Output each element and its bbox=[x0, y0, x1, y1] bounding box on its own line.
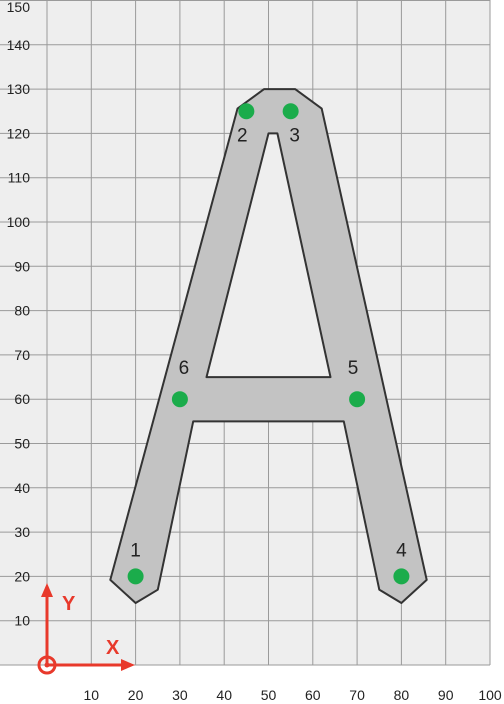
y-axis-arrowhead bbox=[41, 583, 53, 597]
x-tick-label: 10 bbox=[84, 687, 100, 703]
origin-marker bbox=[37, 655, 57, 675]
point-label: 2 bbox=[237, 125, 248, 146]
y-tick-label: 80 bbox=[14, 303, 30, 319]
y-tick-label: 60 bbox=[14, 391, 30, 407]
point-label: 1 bbox=[130, 540, 141, 561]
origin-dot bbox=[44, 662, 50, 668]
point-marker bbox=[238, 103, 255, 120]
y-tick-label: 20 bbox=[14, 568, 30, 584]
tick-labels: 10 20 30 40 50 60 70 80 90 100 10 20 30 40 50 60 70 80 90 1… bbox=[7, 0, 502, 703]
point-label: 6 bbox=[179, 358, 190, 379]
y-tick-label: 70 bbox=[14, 347, 30, 363]
y-tick-label: 140 bbox=[7, 37, 31, 53]
y-tick-label: 40 bbox=[14, 480, 30, 496]
x-tick-label: 80 bbox=[394, 687, 410, 703]
y-tick-label: 150 bbox=[7, 0, 31, 15]
point-label: 5 bbox=[348, 358, 359, 379]
y-tick-label: 130 bbox=[7, 81, 31, 97]
y-tick-label: 90 bbox=[14, 258, 30, 274]
point-marker bbox=[171, 391, 188, 408]
y-tick-label: 50 bbox=[14, 436, 30, 452]
y-tick-label: 10 bbox=[14, 613, 30, 629]
x-tick-label: 60 bbox=[305, 687, 321, 703]
y-axis-label: Y bbox=[62, 593, 76, 615]
x-tick-label: 40 bbox=[216, 687, 232, 703]
point-label: 3 bbox=[289, 125, 300, 146]
point-marker bbox=[282, 103, 299, 120]
x-tick-label: 30 bbox=[172, 687, 188, 703]
letter-a-shape bbox=[109, 88, 428, 604]
y-tick-label: 110 bbox=[8, 170, 31, 186]
x-tick-label: 70 bbox=[349, 687, 365, 703]
x-tick-label: 20 bbox=[128, 687, 144, 703]
point-marker bbox=[349, 391, 366, 408]
point-marker bbox=[393, 568, 410, 585]
reference-points: 1 2 3 4 5 6 bbox=[127, 103, 410, 585]
x-tick-label: 100 bbox=[478, 687, 502, 703]
y-tick-label: 120 bbox=[7, 125, 31, 141]
x-axis-label: X bbox=[106, 637, 120, 659]
coordinate-axes: Y X bbox=[37, 583, 135, 675]
x-tick-label: 50 bbox=[261, 687, 277, 703]
x-tick-label: 90 bbox=[438, 687, 454, 703]
y-tick-label: 30 bbox=[14, 524, 30, 540]
x-axis-arrowhead bbox=[121, 659, 135, 671]
point-label: 4 bbox=[396, 540, 407, 561]
point-marker bbox=[127, 568, 144, 585]
y-tick-label: 100 bbox=[7, 214, 31, 230]
letter-a-counter bbox=[205, 132, 332, 379]
